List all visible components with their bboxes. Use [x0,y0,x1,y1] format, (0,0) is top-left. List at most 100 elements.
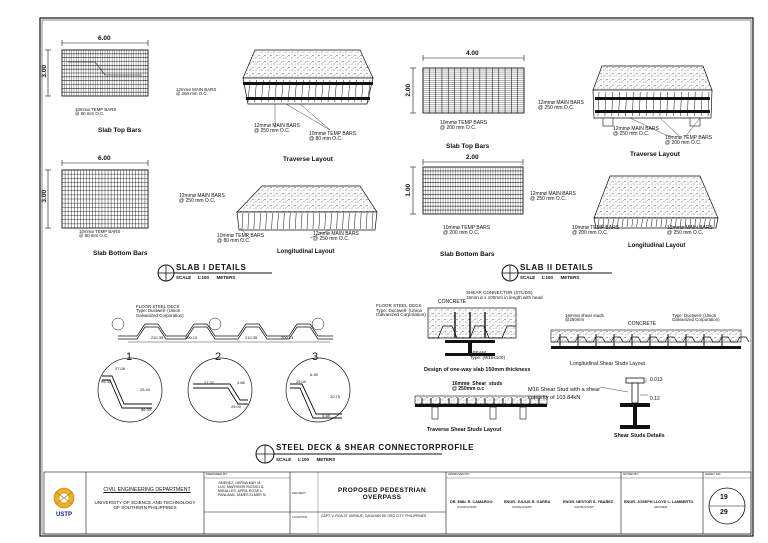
deck-detail-3 [285,357,351,423]
slab2-details-title: SLAB II DETAILS [520,263,594,272]
shear-details-caption: Shear Studs Details [614,433,665,439]
profile-scale: SCALE 1:100 METERS [276,457,336,462]
slab2-longitudinal-layout [593,175,719,229]
slab1-bottom-dim-x: 6.00 [98,155,111,162]
deck-detail-1 [97,357,163,423]
university-name: UNIVERSITY OF SCIENCE AND TECHNOLOGY OF … [94,500,196,511]
profile-title: STEEL DECK & SHEAR CONNECTORPROFILE [276,443,475,452]
preparers: JIMENEZ, HERNA MAY M. LUX, MARYBOR RIOSS… [218,481,267,498]
d1-dim-4: 86.30 [141,407,152,412]
d3-dim-2: 6.48 [310,372,318,377]
slab2-bottom-temp-note: 10mmø TEMP BARS @ 200 mm O.C. [443,225,491,236]
deck-detail-num-2: 2 [215,351,222,363]
engr-4: ENGR. JOSEPH LLOYD L. LAMBERTO [624,500,694,504]
slab2-top-temp-note: 10mmø TEMP BARS @ 200 mm O.C. [440,120,488,131]
shear-stud-detail [599,377,650,429]
shear-floor-label: FLOOR STEEL DECK Type: Ductwell- (Union … [376,303,426,318]
traverse-shear-layout [414,395,548,420]
slab2-bottom-main-note: 12mmø MAIN BARS @ 250 mm O.C. [530,191,576,202]
deck-floor-label: FLOOR STEEL DECK Type: Ductwell- (Union … [136,304,184,318]
project-label: PROJECT [292,491,307,495]
slab1-long-temp: 10mmø TEMP BARS @ 80 mm O.C. [217,233,265,244]
slab1-details-scale: SCALE 1:100 METERS [176,275,236,280]
approved-label: APPROVED BY: [448,472,471,476]
shear-dim-a: 0.013 [650,377,663,383]
slab1-bottom-grid [45,160,149,229]
engr-1: DR. EMIL R. CAMARGO [450,500,493,504]
slab1-top-caption: Slab Top Bars [98,127,142,134]
slab1-longitudinal-layout [236,185,378,239]
profile-marker [255,444,442,464]
slab2-top-grid [410,55,525,114]
d2-dim-2: 4.68 [237,380,245,385]
shear-connector-label: SHEAR CONNECTOR (STUDS) 16mm ø x 100mm i… [466,290,543,300]
slab1-bottom-caption: Slab Bottom Bars [93,250,148,257]
d3-dim-1: 25.00 [296,379,307,384]
sheet-border [39,17,754,537]
slab1-details-title: SLAB I DETAILS [176,263,247,272]
deck-detail-num-3: 3 [312,351,319,363]
noted-label: NOTED BY: [623,472,640,476]
slab1-details-marker [157,264,272,282]
slab2-bottom-grid [410,159,524,215]
slab2-bottom-dim-y: 1.00 [405,183,413,197]
slab1-bottom-temp-note: 10mmø TEMP BARS @ 80 mm O.C. [79,229,121,239]
slab-design-section [427,307,517,356]
shear-type-note: Type: Ductwell- (Union Galvanized Corpor… [672,313,720,323]
slab2-bottom-dim-x: 2.00 [466,154,479,161]
shear-m16-note: M16 Shear Stud with a shear capacity of … [528,387,601,401]
shear-design-caption: Design of one-way slab 150mm thickness [424,367,531,373]
location-text: CAPT. V. ROA ST. AVENUE, CAGAYAN DE ORO … [321,514,427,518]
slab2-bottom-caption: Slab Bottom Bars [440,251,495,258]
slab2-top-main-note: 12mmø MAIN BARS @ 250 mm O.C. [538,100,584,111]
location-label: LOCATION [292,515,308,519]
shear-concrete-label: CONCRETE [438,299,467,305]
shear-concrete2-label: CONCRETE [628,321,657,327]
deck-profile-dim-2: 200.13 [185,335,198,340]
ustp-logo-text: USTP [56,512,73,518]
dept-name: CIVIL ENGINEERING DEPARTMENT [103,487,191,493]
sheet-label: SHEET NO. [705,472,722,476]
slab1-bottom-main-note: 12mmø MAIN BARS @ 250 mm O.C. [179,193,225,204]
slab1-top-temp-note: 10mmø TEMP BARS @ 80 mm O.C. [75,107,117,117]
slab1-traverse-layout [242,49,374,131]
slab1-top-grid [45,40,149,97]
slab1-traverse-caption: Traverse Layout [283,156,333,163]
ustp-logo [53,487,75,509]
slab2-traverse-layout [592,65,713,138]
slab1-traverse-main: 12mmø MAIN BARS @ 250 mm O.C. [254,123,300,134]
shear-ibeam-label: I-BEAM Type: (W16x100) [470,350,505,360]
slab1-traverse-temp: 10mmø TEMP BARS @ 80 mm O.C. [309,131,357,142]
slab1-long-main: 12mmø MAIN BARS @ 250 mm O.C. [313,231,359,242]
engr-4-role: ADVISER [654,505,668,509]
prepared-label: PREPARED BY: [206,472,228,476]
shear-trav-caption: Traverse Shear Studs Layout [427,427,502,433]
engr-3-role: CONSULTANT [574,505,594,509]
d3-dim-3: 10.75 [330,394,341,399]
engr-2: ENGR. JULIUS R. GARRA [504,500,551,504]
slab2-traverse-main: 12mmø MAIN BARS @ 250 mm O.C. [613,126,659,137]
deck-detail-2 [187,357,253,423]
deck-profile-dim-3: 210.35 [245,335,258,340]
d1-dim-1: 27.08 [115,366,126,371]
deck-profile-dim-4: 200.13 [281,335,294,340]
d2-dim-3: 25.00 [231,404,242,409]
engr-1-role: CONSULTANT [457,505,477,509]
sheet-total: 29 [720,509,728,516]
steel-deck-profile [111,317,333,343]
slab1-long-caption: Longitudinal Layout [277,249,335,255]
shear-long-caption: Longitudinal Shear Studs Layout [570,361,645,367]
d2-dim-1: 27.37 [204,380,215,385]
d3-dim-4: 4.48 [322,413,330,418]
slab2-details-scale: SCALE 1:100 METERS [520,275,580,280]
slab2-top-caption: Slab Top Bars [446,143,490,150]
shear-trav-note: 16mmø Shear studs @ 250mm o.c [452,381,503,392]
d1-dim-2: 25.40 [140,387,151,392]
slab2-details-marker [501,264,612,282]
title-block-lines [43,471,752,535]
slab2-traverse-caption: Traverse Layout [630,151,680,158]
deck-detail-num-1: 1 [126,351,133,363]
sheet-number: 19 [720,494,728,501]
